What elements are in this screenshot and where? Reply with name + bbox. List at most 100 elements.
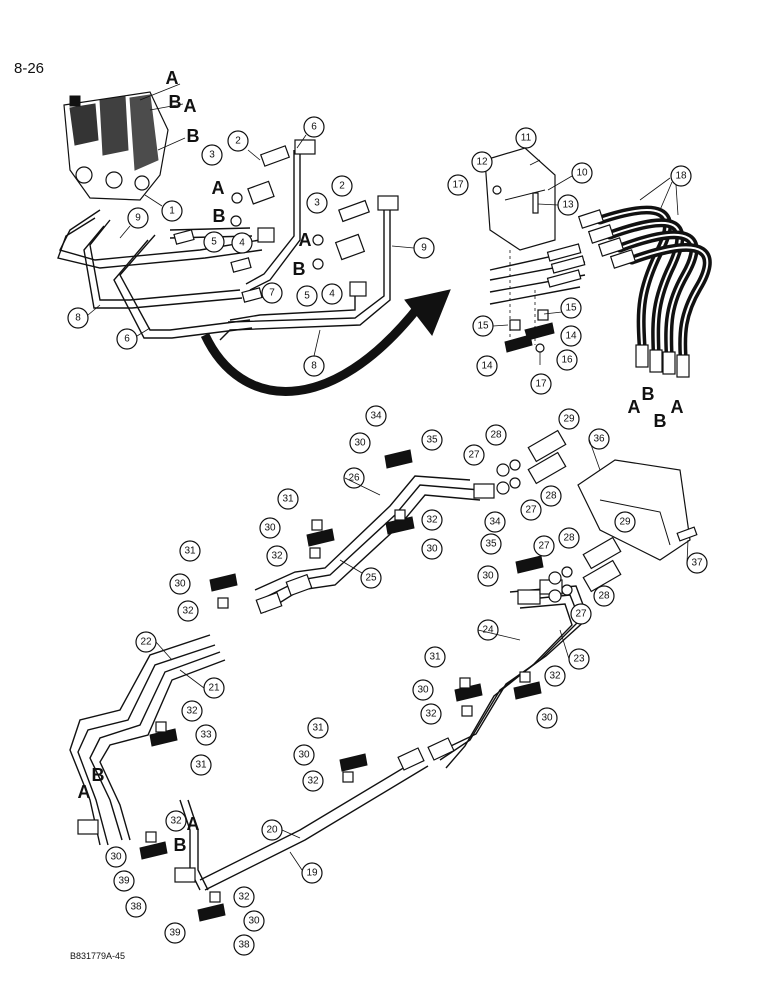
callout-27: 27 [570, 603, 592, 625]
svg-text:5: 5 [211, 237, 217, 248]
svg-text:31: 31 [429, 652, 441, 663]
control-valve [63, 91, 169, 201]
callout-28: 28 [540, 485, 562, 507]
svg-text:19: 19 [306, 868, 318, 879]
page-number: 8-26 [14, 60, 45, 77]
svg-text:30: 30 [248, 916, 260, 927]
callout-4: 4 [321, 283, 343, 305]
letter-b: B [187, 126, 200, 146]
svg-text:36: 36 [593, 434, 605, 445]
svg-text:31: 31 [184, 546, 196, 557]
callout-4: 4 [231, 232, 253, 254]
callout-5: 5 [296, 285, 318, 307]
callout-33: 33 [195, 724, 217, 746]
callout-37: 37 [686, 552, 708, 574]
svg-text:9: 9 [135, 213, 141, 224]
callout-35: 35 [421, 429, 443, 451]
callout-1: 1 [161, 200, 183, 222]
callout-3: 3 [306, 192, 328, 214]
svg-text:33: 33 [200, 730, 212, 741]
svg-text:32: 32 [271, 551, 283, 562]
svg-text:32: 32 [549, 671, 561, 682]
letter-a: A [166, 68, 179, 88]
svg-text:30: 30 [174, 579, 186, 590]
svg-text:27: 27 [538, 541, 550, 552]
svg-text:2: 2 [339, 181, 345, 192]
callout-31: 31 [190, 754, 212, 776]
callout-2: 2 [227, 130, 249, 152]
svg-text:32: 32 [182, 606, 194, 617]
callout-28: 28 [558, 527, 580, 549]
callout-39: 39 [164, 922, 186, 944]
svg-text:14: 14 [565, 331, 577, 342]
clamp-top-right [504, 309, 555, 365]
svg-text:32: 32 [238, 892, 250, 903]
svg-text:32: 32 [426, 515, 438, 526]
svg-text:31: 31 [312, 723, 324, 734]
svg-text:34: 34 [489, 517, 501, 528]
letter-a: A [299, 230, 312, 250]
callout-30: 30 [243, 910, 265, 932]
callout-27: 27 [533, 535, 555, 557]
svg-text:8: 8 [75, 313, 81, 324]
leader-lines [87, 83, 689, 871]
callout-5: 5 [203, 231, 225, 253]
callout-14: 14 [560, 325, 582, 347]
callout-18: 18 [670, 165, 692, 187]
svg-text:34: 34 [370, 411, 382, 422]
callout-32: 32 [420, 703, 442, 725]
tube-ends-top-right [489, 243, 586, 345]
callout-6: 6 [303, 116, 325, 138]
svg-text:29: 29 [619, 517, 631, 528]
svg-text:13: 13 [562, 200, 574, 211]
svg-text:39: 39 [118, 876, 130, 887]
callout-15: 15 [560, 297, 582, 319]
callout-13: 13 [557, 194, 579, 216]
svg-text:21: 21 [208, 683, 220, 694]
svg-text:27: 27 [525, 505, 537, 516]
callout-38: 38 [125, 896, 147, 918]
callouts: 1 2 3 4 5 6 9 8 6 7 3 2 9 5 4 8 11 12 10… [67, 116, 708, 956]
svg-text:32: 32 [186, 706, 198, 717]
callout-28: 28 [593, 585, 615, 607]
callout-12: 12 [471, 151, 493, 173]
callout-8: 8 [303, 355, 325, 377]
svg-text:30: 30 [482, 571, 494, 582]
svg-text:12: 12 [476, 157, 488, 168]
svg-text:38: 38 [238, 940, 250, 951]
callout-28: 28 [485, 424, 507, 446]
svg-text:16: 16 [561, 355, 573, 366]
svg-text:32: 32 [425, 709, 437, 720]
svg-text:17: 17 [452, 180, 464, 191]
callout-20: 20 [261, 819, 283, 841]
svg-text:14: 14 [481, 361, 493, 372]
callout-29: 29 [558, 408, 580, 430]
letter-b: B [169, 92, 182, 112]
port-letters: A B A B A B A B A B B A A B A B [78, 68, 684, 855]
callout-15: 15 [472, 315, 494, 337]
letter-b: B [654, 411, 667, 431]
svg-text:35: 35 [485, 539, 497, 550]
callout-38: 38 [233, 934, 255, 956]
letter-a: A [212, 178, 225, 198]
callout-6: 6 [116, 328, 138, 350]
svg-text:30: 30 [417, 685, 429, 696]
callout-19: 19 [301, 862, 323, 884]
callout-10: 10 [571, 162, 593, 184]
callout-27: 27 [520, 499, 542, 521]
svg-text:28: 28 [545, 491, 557, 502]
callout-21: 21 [203, 677, 225, 699]
svg-text:5: 5 [304, 291, 310, 302]
letter-b: B [92, 765, 105, 785]
callout-7: 7 [261, 282, 283, 304]
svg-text:25: 25 [365, 573, 377, 584]
callout-22: 22 [135, 631, 157, 653]
svg-text:31: 31 [195, 760, 207, 771]
callout-30: 30 [259, 517, 281, 539]
callout-9: 9 [413, 237, 435, 259]
callout-14: 14 [476, 355, 498, 377]
callout-30: 30 [412, 679, 434, 701]
letter-a: A [78, 782, 91, 802]
svg-text:17: 17 [535, 379, 547, 390]
svg-text:37: 37 [691, 558, 703, 569]
